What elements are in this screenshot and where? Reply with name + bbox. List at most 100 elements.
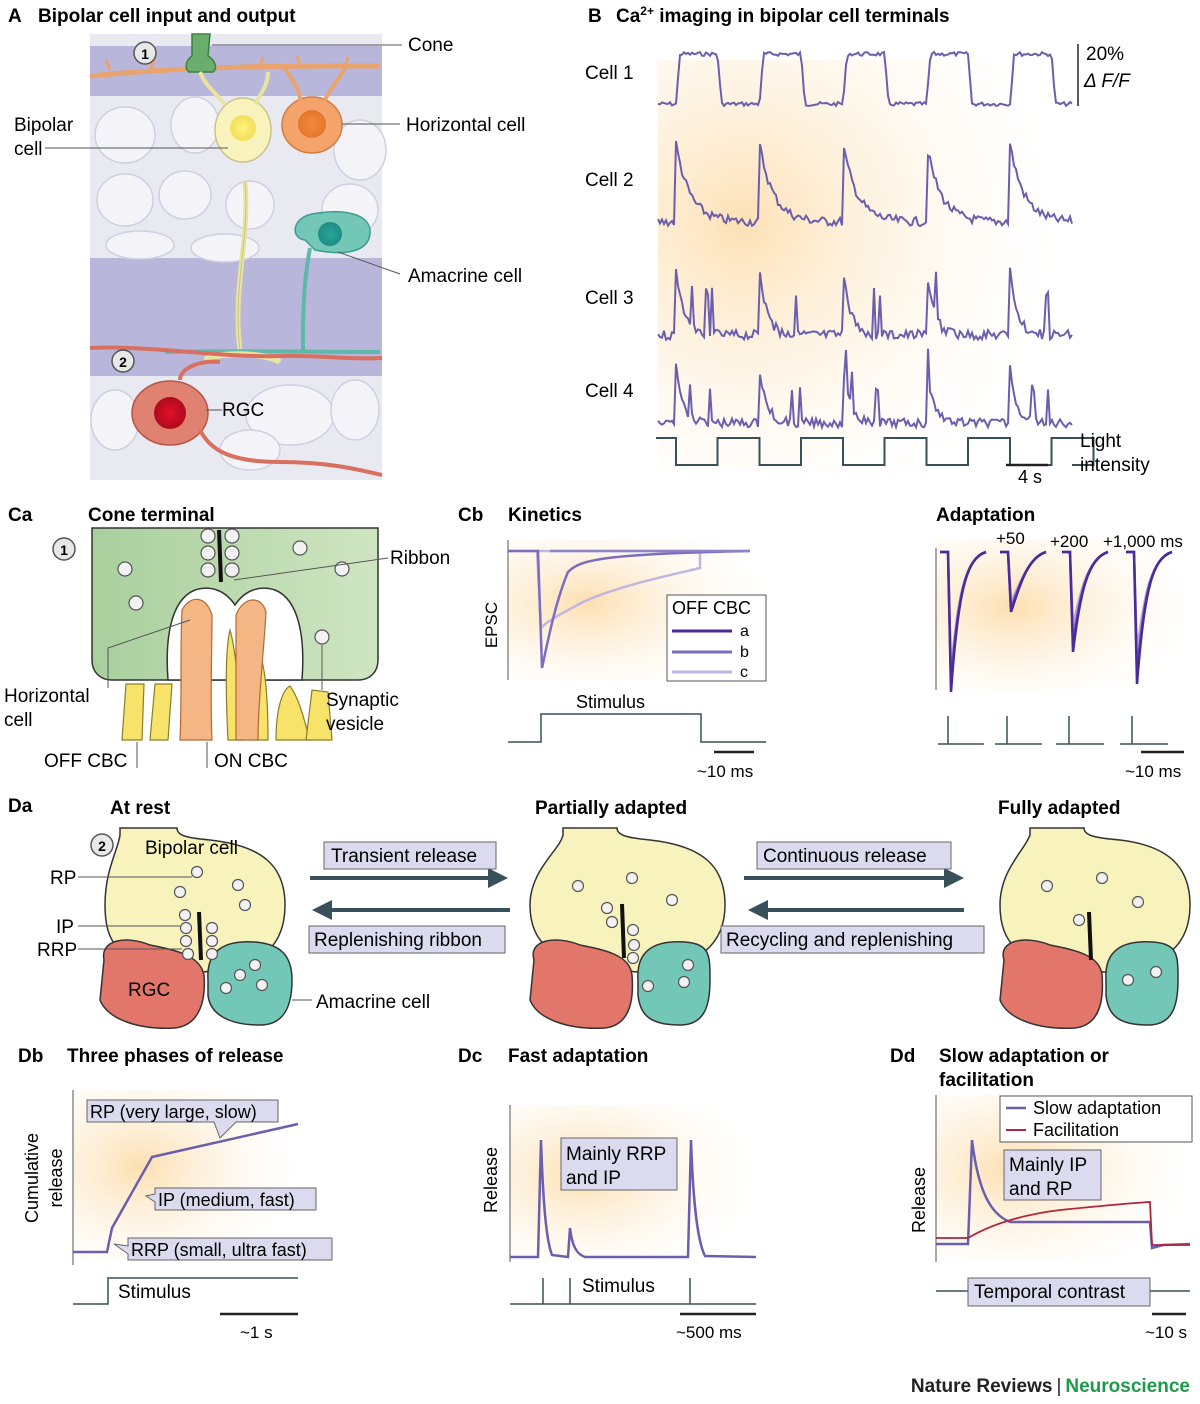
synaptic-vesicles (117, 528, 350, 645)
adaptation-title: Adaptation (936, 505, 1035, 526)
db-stimulus-label: Stimulus (118, 1282, 191, 1303)
offset-200: +200 (1050, 532, 1088, 551)
label-recycling: Recycling and replenishing (726, 930, 953, 951)
label-replenishing-ribbon: Replenishing ribbon (314, 930, 482, 951)
marker-1 (133, 41, 157, 65)
callout-ip-text: IP (medium, fast) (158, 1190, 295, 1210)
label-rgc-da: RGC (128, 980, 170, 1001)
panel-ca-title: Cone terminal (88, 505, 215, 526)
panel-db-title: Three phases of release (67, 1046, 284, 1067)
slow-adaptation-trace (936, 1139, 1191, 1250)
dd-box-1: Mainly IP (1009, 1155, 1087, 1176)
adapt-glow (936, 540, 1194, 690)
label-continuous-release: Continuous release (763, 846, 927, 867)
cumulative-release-trace (73, 1122, 299, 1254)
terminal-at-rest: 2 Bipolar cell RP IP RRP RGC Amacrine ce… (37, 827, 430, 1029)
box-transient-release (323, 841, 497, 870)
label-bipolar: Bipolar (14, 115, 74, 136)
rgc-dendrite (89, 345, 383, 361)
label-off-cbc: OFF CBC (44, 751, 127, 772)
trace-cell-4 (657, 348, 1073, 431)
panel-cb-title: Kinetics (508, 505, 582, 526)
label-horizontal-cell: Horizontal cell (406, 115, 525, 136)
journal-footer: Nature Reviews|Neuroscience (911, 1376, 1190, 1398)
panel-a: A Bipolar cell input and output (8, 6, 525, 480)
adapt-stimuli (938, 716, 1168, 745)
legend-a: a (740, 623, 749, 640)
dc-box-2: and IP (566, 1168, 621, 1189)
cell-3-label: Cell 3 (585, 288, 634, 309)
callout-rrp (113, 1237, 333, 1261)
label-on-cbc: ON CBC (214, 751, 288, 772)
adapt-trace-3-0 (1126, 550, 1173, 685)
db-ylabel-1: Cumulative (22, 1133, 42, 1223)
journal-section: Neuroscience (1065, 1376, 1190, 1397)
cb-scale: ~10 ms (697, 762, 753, 781)
panel-b: B Ca2+ imaging in bipolar cell terminals… (585, 4, 1150, 487)
panel-db-letter: Db (18, 1046, 43, 1067)
panel-db: Db Three phases of release Cumulative re… (18, 1046, 333, 1342)
box-continuous-release (756, 841, 952, 870)
box-recycling (720, 925, 985, 954)
dc-box-1: Mainly RRP (566, 1144, 666, 1165)
panel-da: Da At rest Partially adapted Fully adapt… (8, 796, 1191, 1029)
callout-ip (144, 1187, 317, 1211)
dc-stimulus-trace (510, 1278, 756, 1305)
dd-legend-fac: Facilitation (1033, 1120, 1119, 1140)
background-cells (90, 96, 387, 471)
panel-dd: Dd Slow adaptation or facilitation Relea… (890, 1046, 1193, 1342)
panel-a-title: Bipolar cell input and output (38, 6, 296, 27)
svg-text:1: 1 (141, 46, 149, 62)
callout-rrp-text: RRP (small, ultra fast) (131, 1240, 307, 1260)
legend-c: c (740, 664, 748, 681)
horizontal-processes (179, 598, 267, 741)
cone-pedicle (185, 33, 217, 73)
epsc-trace-c (508, 549, 702, 632)
adapt-scale: ~10 ms (1125, 762, 1181, 781)
svg-text:2: 2 (119, 354, 127, 370)
panel-dc: Dc Fast adaptation Release Mainly RRP an… (458, 1046, 757, 1342)
trace-cell-3 (657, 267, 1073, 342)
offset-1000: +1,000 ms (1103, 532, 1183, 551)
terminal-fully-adapted (999, 827, 1191, 1029)
db-scale: ~1 s (240, 1323, 273, 1342)
cb-ylabel: EPSC (482, 602, 501, 648)
panel-da-letter: Da (8, 796, 33, 817)
callout-rp-text: RP (very large, slow) (90, 1102, 257, 1122)
label-transient-release: Transient release (331, 846, 477, 867)
label-amacrine-da: Amacrine cell (316, 992, 430, 1013)
dc-scale: ~500 ms (676, 1323, 742, 1342)
panel-b-title: Ca2+ imaging in bipolar cell terminals (616, 4, 950, 27)
cell-4-label: Cell 4 (585, 381, 634, 402)
dd-box (1003, 1149, 1102, 1201)
adaptation-traces (940, 550, 1173, 693)
svg-text:1: 1 (60, 542, 68, 558)
cell-2-label: Cell 2 (585, 170, 634, 191)
label-bipolar-cell-da: Bipolar cell (145, 838, 238, 859)
state-at-rest: At rest (110, 798, 171, 819)
cb-legend-title: OFF CBC (672, 598, 751, 618)
panel-ca-letter: Ca (8, 505, 33, 526)
label-synaptic: Synaptic (326, 690, 399, 711)
callout-rp (86, 1099, 279, 1139)
panel-cb-letter: Cb (458, 505, 483, 526)
footer-separator: | (1056, 1376, 1062, 1397)
label-rrp: RRP (37, 940, 77, 961)
cb-stimulus-trace (508, 713, 766, 743)
panel-dd-letter: Dd (890, 1046, 915, 1067)
bipolar-nucleus (230, 115, 256, 141)
dd-legend (999, 1095, 1193, 1143)
panel-cb: Cb Kinetics EPSC OFF CBC a b c Stimulus … (458, 505, 1194, 781)
panel-dc-letter: Dc (458, 1046, 483, 1067)
label-rgc: RGC (222, 400, 264, 421)
dd-box-2: and RP (1009, 1179, 1072, 1200)
panel-dc-title: Fast adaptation (508, 1046, 648, 1067)
transition-arrows (310, 868, 964, 920)
state-fully-adapted: Fully adapted (998, 798, 1120, 819)
dd-legend-slow: Slow adaptation (1033, 1098, 1161, 1118)
marker-2 (111, 349, 135, 373)
amacrine-process (300, 247, 312, 353)
panel-a-letter: A (8, 6, 22, 27)
label-bipolar-cell: cell (14, 139, 43, 160)
intensity-label: intensity (1080, 455, 1150, 476)
